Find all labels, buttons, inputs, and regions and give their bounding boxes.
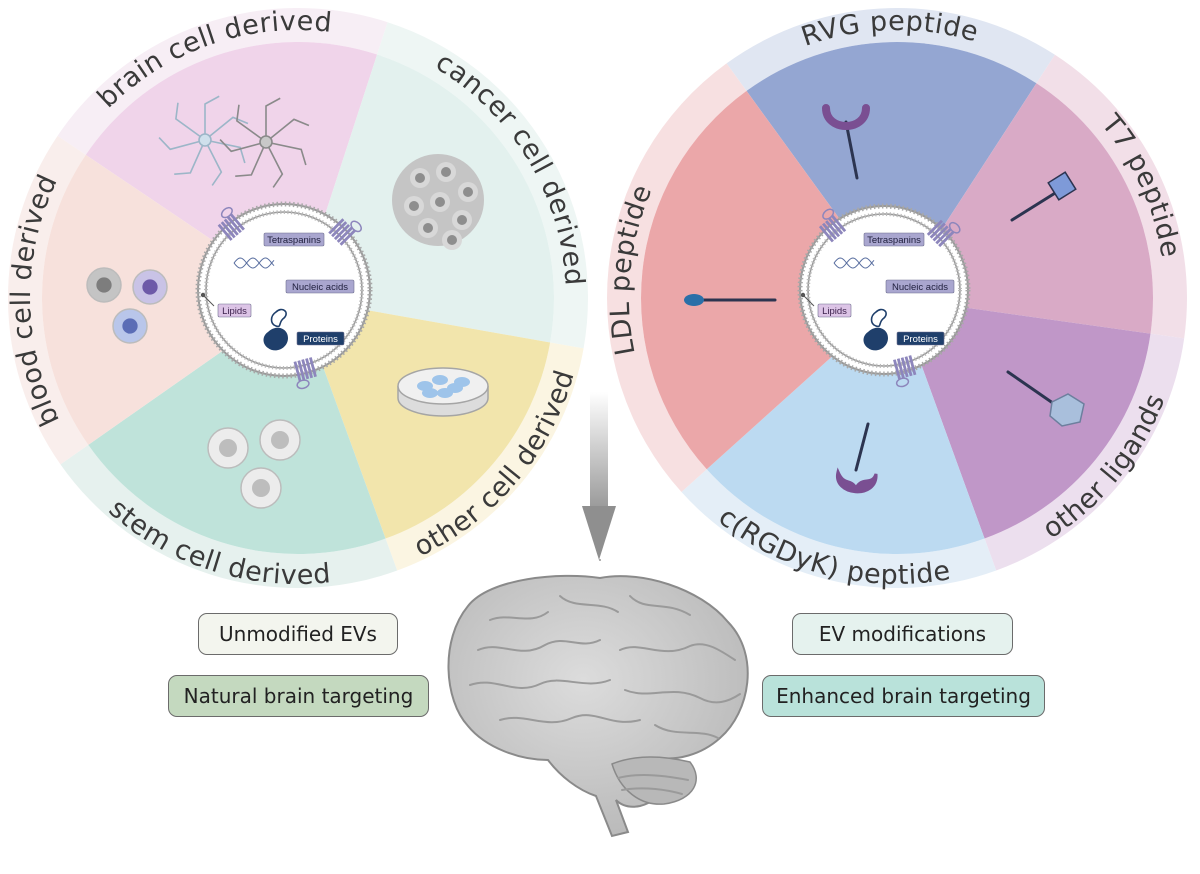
unmodified-evs-box: Unmodified EVs [198, 613, 398, 655]
cancer-cell-derived-ring [377, 22, 588, 349]
enhanced-targeting-label: Enhanced brain targeting [776, 684, 1031, 708]
tetraspanin-icon [818, 208, 847, 243]
svg-text:Nucleic acids: Nucleic acids [892, 282, 948, 293]
cancer-cell-cluster-icon [392, 154, 484, 250]
petri-dish-icon [397, 367, 489, 417]
dna-icon [233, 257, 275, 269]
blood-cell-derived-segment [41, 154, 298, 445]
lipids-label: Lipids [217, 303, 252, 318]
other-ligand-icon [1006, 370, 1085, 427]
rgdyk-ligand-icon [836, 422, 878, 494]
proteins-label: Proteins [896, 331, 945, 346]
proteins-label: Proteins [296, 331, 345, 346]
ev-modifications-label: EV modifications [818, 622, 987, 646]
c-rgdyk-peptide-ring [681, 469, 997, 589]
unmodified-evs-label: Unmodified EVs [219, 622, 377, 646]
blood-cell-icon [112, 308, 148, 344]
ldl-ligand-icon [684, 294, 777, 306]
svg-text:Lipids: Lipids [222, 306, 247, 317]
lipids-label: Lipids [817, 303, 852, 318]
tetraspanins-label: Tetraspanins [863, 232, 925, 247]
t7-ligand-icon [1010, 171, 1077, 222]
svg-text:Lipids: Lipids [822, 306, 847, 317]
natural-targeting-box: Natural brain targeting [168, 675, 429, 717]
ldl-peptide-segment [641, 90, 897, 470]
other-ligands-ring [984, 333, 1185, 571]
blood-cell-derived-ring [7, 135, 89, 465]
neuron-icon [158, 95, 310, 188]
dna-icon [833, 257, 875, 269]
rvg-peptide-ring [726, 7, 1055, 91]
nucleic-acids-label: Nucleic acids [285, 279, 355, 294]
lipid-icon [200, 292, 215, 307]
other-cell-derived-segment [298, 298, 551, 539]
brain-illustration [447, 559, 749, 838]
svg-text:Proteins: Proteins [303, 334, 338, 345]
stem-cell-icon [240, 467, 282, 509]
tetraspanin-icon [328, 218, 362, 246]
natural-targeting-label: Natural brain targeting [183, 684, 414, 708]
stem-cell-icon [259, 419, 301, 461]
nucleic-acids-label: Nucleic acids [885, 279, 955, 294]
stem-cell-icon [207, 427, 249, 469]
tetraspanins-label: Tetraspanins [263, 232, 325, 247]
blood-cell-icon [132, 269, 168, 305]
lipid-icon [800, 292, 815, 307]
stem-cell-derived-ring [60, 444, 398, 588]
svg-text:Nucleic acids: Nucleic acids [292, 282, 348, 293]
tetraspanin-icon [893, 355, 917, 388]
svg-text:Tetraspanins: Tetraspanins [867, 235, 921, 246]
t7-peptide-ring [1036, 54, 1187, 339]
rvg-peptide-segment [746, 42, 1037, 299]
svg-text:Proteins: Proteins [903, 334, 938, 345]
tetraspanin-icon [217, 206, 245, 241]
tetraspanin-icon [293, 357, 317, 390]
protein-icon [863, 308, 888, 351]
blood-cell-icon [86, 267, 122, 303]
protein-icon [263, 308, 288, 351]
enhanced-targeting-box: Enhanced brain targeting [762, 675, 1045, 717]
rvg-ligand-icon [822, 104, 870, 180]
brain-cell-derived-ring [57, 7, 388, 155]
down-arrow [582, 392, 616, 560]
tetraspanin-icon [926, 219, 961, 248]
ldl-peptide-ring [607, 63, 747, 493]
svg-text:Tetraspanins: Tetraspanins [267, 235, 321, 246]
other-ligands-segment [897, 298, 1151, 539]
ev-modifications-box: EV modifications [792, 613, 1013, 655]
other-cell-derived-ring [385, 342, 584, 571]
